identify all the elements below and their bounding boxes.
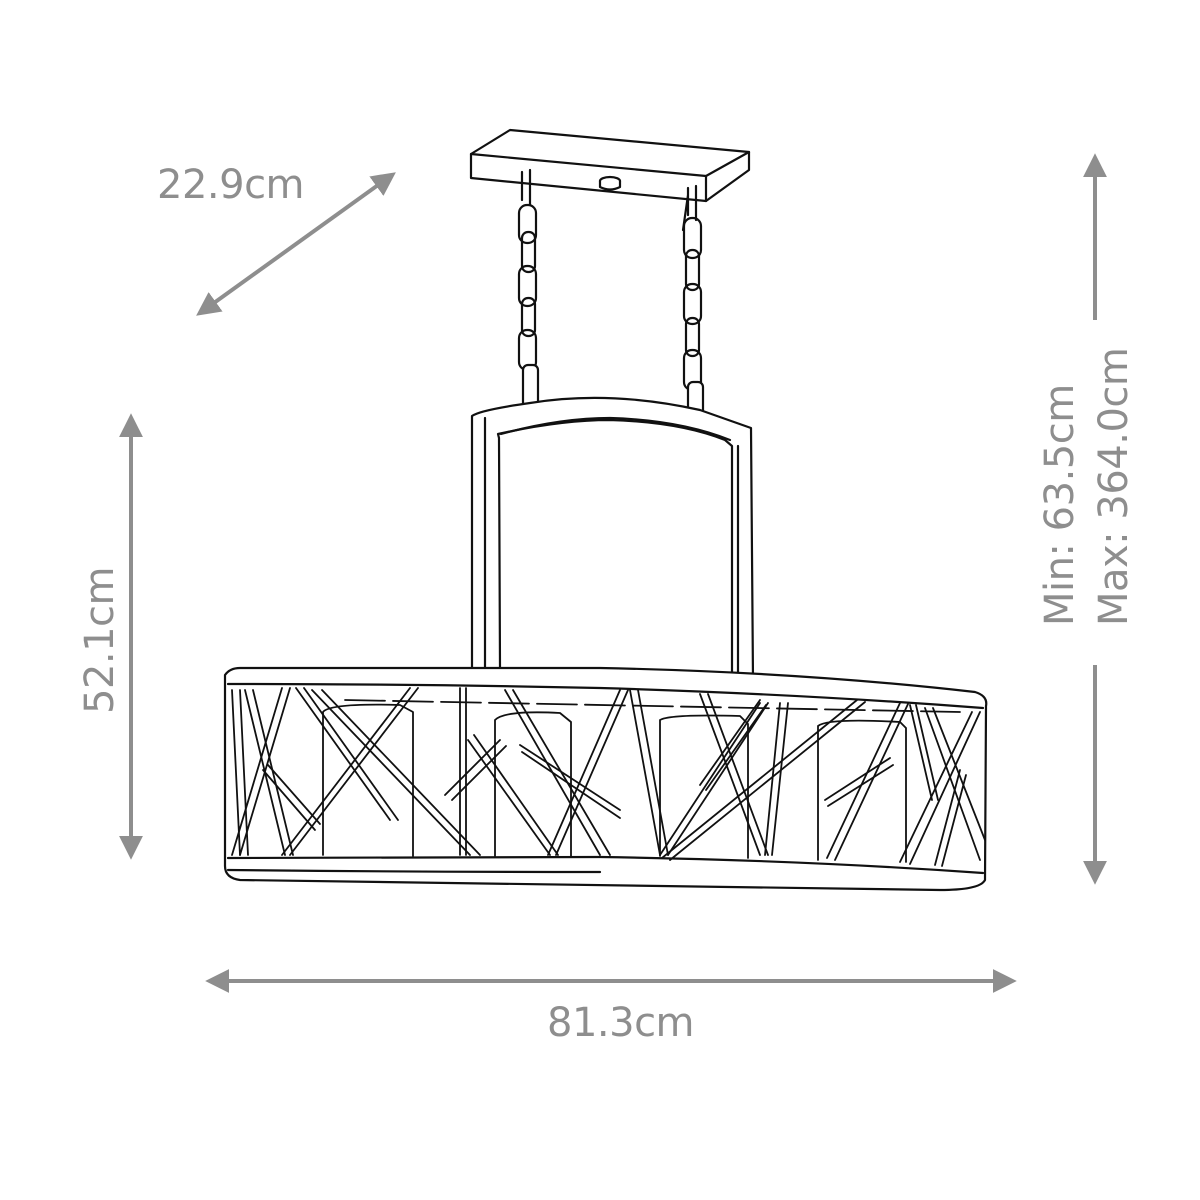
cylinder-shades: [322, 699, 961, 863]
branch-bars: [231, 687, 986, 867]
hanger-frame: [470, 396, 755, 682]
chain-left: [517, 168, 540, 415]
depth-arrow: [196, 172, 396, 316]
overall-height-min-label: Min: 63.5cm: [1037, 384, 1083, 626]
ceiling-canopy: [469, 128, 751, 203]
cage-shade: [223, 666, 988, 892]
overall-height-labels: Min: 63.5cm Max: 364.0cm: [1037, 347, 1137, 626]
width-label: 81.3cm: [547, 1000, 695, 1046]
chain-right: [681, 184, 705, 434]
depth-label: 22.9cm: [157, 162, 305, 208]
body-height-label: 52.1cm: [77, 566, 123, 714]
overall-height-max-label: Max: 364.0cm: [1091, 347, 1137, 626]
